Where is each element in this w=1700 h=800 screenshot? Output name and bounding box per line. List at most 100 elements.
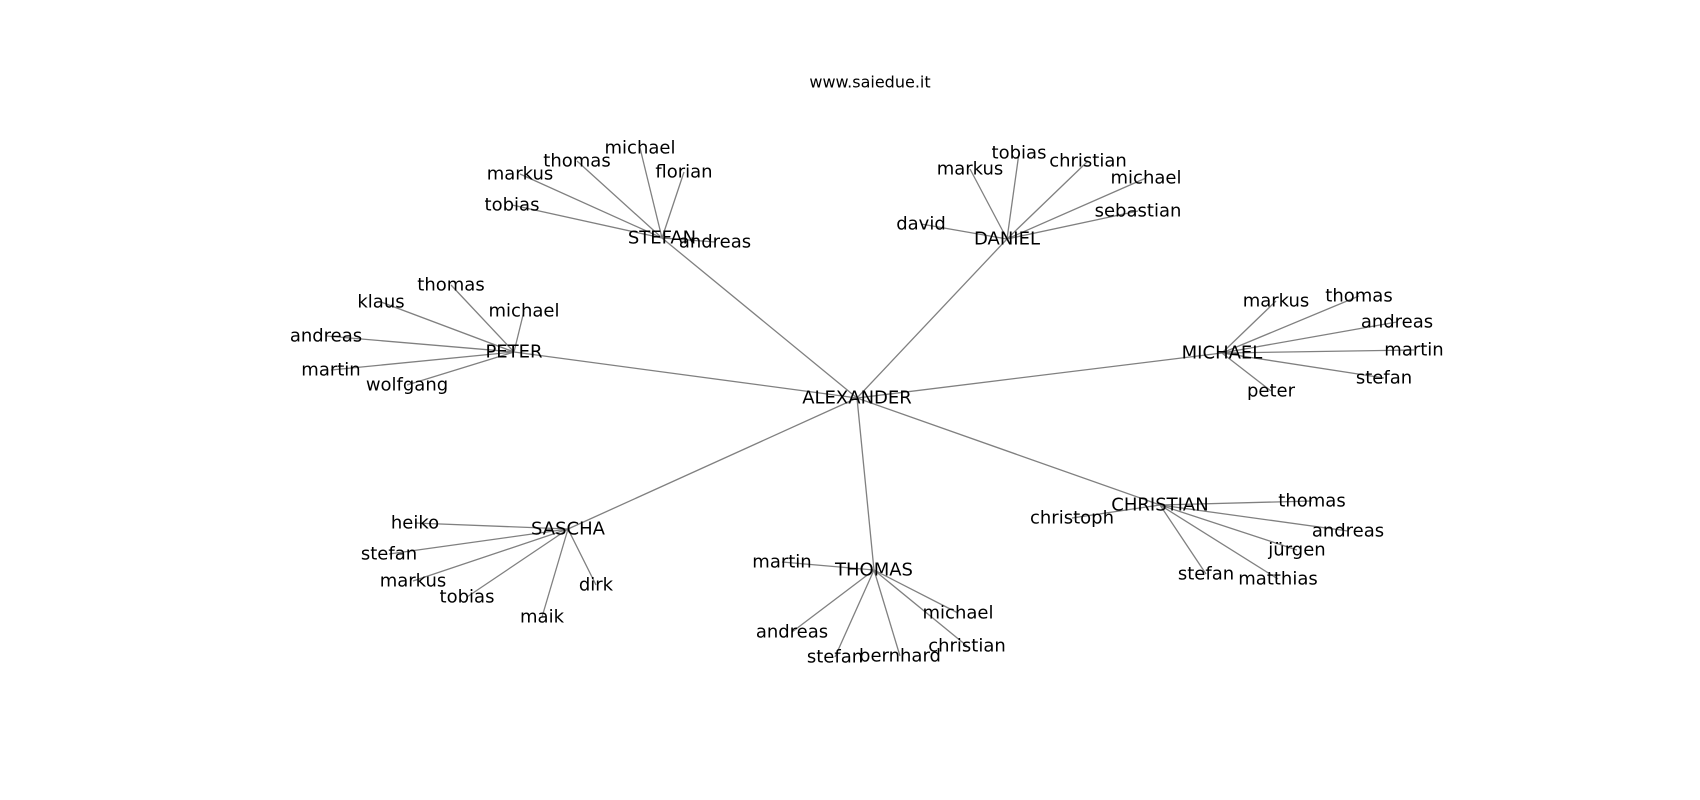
- node-leaf-michael-martin: martin: [1384, 340, 1443, 361]
- node-leaf-sascha-dirk: dirk: [579, 575, 614, 596]
- edge-root-peter: [513, 351, 858, 399]
- node-leaf-peter-klaus: klaus: [357, 292, 404, 313]
- node-hub-thomas: THOMAS: [834, 560, 913, 581]
- edge-daniel-markus: [969, 168, 1008, 240]
- node-leaf-sascha-maik: maik: [520, 607, 565, 628]
- node-leaf-stefan-tobias: tobias: [485, 195, 540, 216]
- node-leaf-thomas-michael: michael: [923, 603, 994, 624]
- edge-thomas-christian: [873, 569, 968, 647]
- edge-michael-martin: [1221, 349, 1415, 354]
- node-leaf-thomas-stefan: stefan: [807, 647, 863, 668]
- node-leaf-thomas-bernhard: bernhard: [859, 646, 941, 667]
- edge-sascha-stefan: [388, 528, 569, 555]
- edge-sascha-heiko: [414, 522, 569, 530]
- edge-thomas-bernhard: [873, 569, 901, 657]
- node-hub-daniel: DANIEL: [974, 229, 1040, 250]
- node-leaf-christian-matthias: matthias: [1238, 569, 1318, 590]
- edge-peter-michael: [513, 310, 525, 353]
- edge-stefan-tobias: [511, 204, 663, 239]
- node-root: ALEXANDER: [802, 388, 912, 409]
- node-hub-michael: MICHAEL: [1182, 343, 1263, 364]
- node-hub-stefan: STEFAN: [628, 228, 696, 249]
- edge-root-thomas: [856, 397, 875, 571]
- node-leaf-christian-andreas: andreas: [1312, 521, 1384, 542]
- node-leaf-daniel-tobias: tobias: [992, 143, 1047, 164]
- node-leaf-stefan-markus: markus: [487, 164, 554, 185]
- edge-christian-jürgen: [1159, 504, 1298, 551]
- node-leaf-thomas-andreas: andreas: [756, 622, 828, 643]
- node-hub-sascha: SASCHA: [531, 519, 606, 540]
- edge-peter-klaus: [380, 301, 515, 353]
- edge-thomas-michael: [873, 569, 959, 614]
- node-leaf-daniel-christian: christian: [1049, 151, 1127, 172]
- edge-peter-wolfgang: [406, 351, 515, 386]
- node-leaf-peter-wolfgang: wolfgang: [366, 375, 448, 396]
- edge-daniel-tobias: [1006, 152, 1020, 240]
- node-leaf-stefan-michael: michael: [605, 138, 676, 159]
- node-hub-christian: CHRISTIAN: [1111, 495, 1208, 516]
- edge-peter-martin: [330, 351, 515, 371]
- node-leaf-daniel-sebastian: sebastian: [1095, 201, 1182, 222]
- node-leaf-daniel-david: david: [896, 214, 946, 235]
- node-leaf-michael-stefan: stefan: [1356, 368, 1412, 389]
- edge-michael-markus: [1221, 300, 1277, 354]
- node-leaf-michael-peter: peter: [1247, 381, 1296, 402]
- edge-daniel-christian: [1006, 160, 1089, 240]
- edge-root-daniel: [856, 238, 1008, 399]
- page-title: www.saiedue.it: [809, 73, 930, 92]
- edge-root-michael: [856, 352, 1223, 399]
- edge-daniel-michael: [1006, 177, 1147, 240]
- edge-stefan-thomas: [576, 160, 663, 239]
- edge-root-sascha: [567, 397, 858, 530]
- node-leaf-peter-thomas: thomas: [417, 275, 484, 296]
- edge-christian-stefan: [1159, 504, 1207, 575]
- node-leaf-sascha-stefan: stefan: [361, 544, 417, 565]
- node-leaf-christian-christoph: christoph: [1030, 508, 1114, 529]
- node-leaf-daniel-michael: michael: [1111, 168, 1182, 189]
- edge-stefan-florian: [661, 171, 685, 239]
- node-leaf-peter-andreas: andreas: [290, 326, 362, 347]
- node-leaf-christian-jürgen: jürgen: [1267, 540, 1325, 561]
- node-hub-peter: PETER: [485, 342, 542, 363]
- node-leaf-daniel-markus: markus: [937, 159, 1004, 180]
- node-leaf-stefan-andreas: andreas: [679, 232, 751, 253]
- edge-stefan-michael: [639, 147, 663, 239]
- edge-christian-christoph: [1071, 504, 1161, 519]
- edge-sascha-dirk: [567, 528, 597, 586]
- edge-christian-thomas: [1159, 500, 1313, 506]
- node-leaf-christian-stefan: stefan: [1178, 564, 1234, 585]
- edge-michael-peter: [1221, 352, 1272, 392]
- edge-michael-andreas: [1221, 321, 1398, 354]
- node-leaf-stefan-florian: florian: [655, 162, 712, 183]
- edge-stefan-andreas: [661, 237, 716, 243]
- edge-root-christian: [856, 397, 1161, 506]
- edge-sascha-markus: [412, 528, 569, 582]
- edge-peter-andreas: [325, 335, 515, 353]
- edge-thomas-andreas: [791, 569, 875, 633]
- node-leaf-thomas-martin: martin: [752, 552, 811, 573]
- edge-sascha-tobias: [466, 528, 569, 598]
- node-leaf-sascha-tobias: tobias: [440, 587, 495, 608]
- node-leaf-christian-thomas: thomas: [1278, 491, 1345, 512]
- node-leaf-peter-michael: michael: [489, 301, 560, 322]
- edge-michael-stefan: [1221, 352, 1385, 379]
- labels-layer: STEFANmichaelflorianthomasmarkustobiasan…: [290, 138, 1444, 668]
- node-leaf-michael-andreas: andreas: [1361, 312, 1433, 333]
- node-leaf-peter-martin: martin: [301, 360, 360, 381]
- edge-sascha-maik: [541, 528, 569, 618]
- node-leaf-sascha-markus: markus: [380, 571, 447, 592]
- edge-michael-thomas: [1221, 295, 1360, 354]
- edge-stefan-markus: [519, 173, 663, 239]
- edges-layer: [325, 147, 1415, 658]
- node-leaf-sascha-heiko: heiko: [391, 513, 439, 534]
- node-leaf-michael-markus: markus: [1243, 291, 1310, 312]
- edge-peter-thomas: [450, 284, 515, 353]
- edge-thomas-martin: [781, 561, 875, 571]
- edge-thomas-stefan: [834, 569, 875, 658]
- node-leaf-michael-thomas: thomas: [1325, 286, 1392, 307]
- node-leaf-thomas-christian: christian: [928, 636, 1006, 657]
- edge-root-stefan: [661, 237, 858, 399]
- edge-daniel-sebastian: [1006, 210, 1139, 240]
- edge-daniel-david: [920, 223, 1008, 240]
